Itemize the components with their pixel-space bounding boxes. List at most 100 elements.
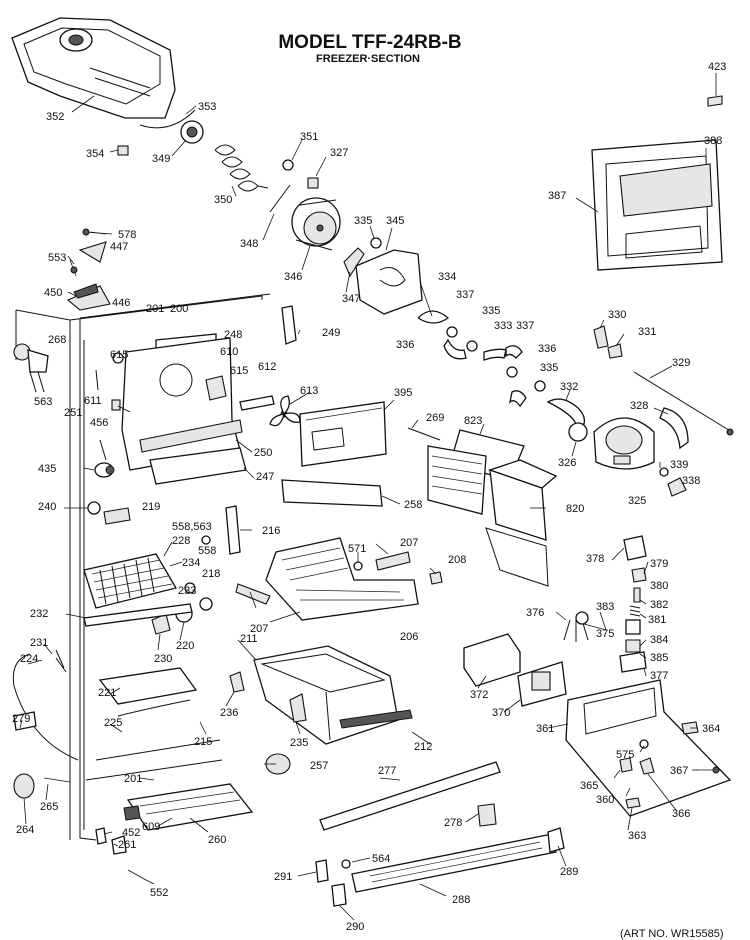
screw-564-drawing: [341, 859, 351, 869]
basket-206-drawing: [265, 537, 419, 621]
part-label: 336: [538, 343, 556, 355]
switch-377-drawing: [619, 651, 647, 673]
part-label: 372: [470, 689, 488, 701]
part-label: 377: [650, 670, 668, 682]
part-label: 447: [110, 241, 128, 253]
bin-211-drawing: [253, 645, 399, 745]
actuator-378-drawing: [623, 535, 647, 561]
shaft-348-drawing: [269, 184, 291, 213]
clip-365-drawing: [619, 757, 633, 773]
coil-234-drawing: [83, 553, 178, 609]
clip-331-drawing: [607, 343, 623, 359]
rod-329-drawing: [633, 371, 733, 433]
part-label: 201: [124, 773, 142, 785]
part-label: 236: [220, 707, 238, 719]
part-label: 363: [628, 830, 646, 842]
clip-575-drawing: [639, 739, 649, 749]
part-label: 365: [580, 780, 598, 792]
hinge-337b-drawing: [505, 345, 523, 359]
bushing-327-drawing: [307, 177, 319, 189]
part-label: 337: [516, 320, 534, 332]
part-label: 240: [38, 501, 56, 513]
part-label: 326: [558, 457, 576, 469]
part-label: 216: [262, 525, 280, 537]
lamp-435-drawing: [94, 462, 115, 478]
heater-221-drawing: [98, 667, 198, 705]
part-label: 388: [704, 135, 722, 147]
part-label: 208: [448, 554, 466, 566]
gear-326-drawing: [568, 422, 588, 442]
screw-571-drawing: [353, 561, 363, 571]
part-label: 553: [48, 252, 66, 264]
hinge-336a-drawing: [443, 338, 467, 360]
clip-278-drawing: [477, 803, 497, 827]
part-label: 820: [566, 503, 584, 515]
clip-251-drawing: [111, 399, 121, 411]
part-label: 265: [40, 801, 58, 813]
grommet-615a-drawing: [112, 352, 124, 364]
bushing-383-drawing: [625, 619, 641, 635]
part-label: 333: [494, 320, 512, 332]
part-label: 221: [98, 687, 116, 699]
part-label: 338: [682, 475, 700, 487]
pin-265-drawing: [43, 777, 71, 783]
part-label: 206: [400, 631, 418, 643]
part-label: 260: [208, 834, 226, 846]
part-label: 615: [110, 349, 128, 361]
part-609-drawing: [123, 805, 141, 821]
part-label: 612: [258, 361, 276, 373]
solenoid-370-drawing: [517, 661, 567, 707]
heater-232-drawing: [83, 603, 193, 627]
part-label: 231: [30, 637, 48, 649]
part-label: 201: [146, 303, 164, 315]
part-label: 354: [86, 148, 104, 160]
part-label: 383: [596, 601, 614, 613]
part-label: 327: [330, 147, 348, 159]
chute-820-drawing: [427, 429, 558, 587]
washer-336b-drawing: [506, 366, 518, 378]
part-label: 224: [20, 653, 38, 665]
strip-212-drawing: [339, 709, 413, 729]
lever-332-drawing: [546, 398, 586, 425]
part-label: 232: [30, 608, 48, 620]
part-label: 351: [300, 131, 318, 143]
bracket-289-drawing: [547, 827, 565, 853]
part-label: 575: [616, 749, 634, 761]
part-label: 563: [34, 396, 52, 408]
part-label: 370: [492, 707, 510, 719]
part-label: 385: [650, 652, 668, 664]
bar-258-drawing: [281, 479, 383, 507]
part-label: 261: [118, 839, 136, 851]
clip-236-drawing: [229, 671, 245, 693]
part-labels: 423 352 353 354 349 351 327 388 387 350 …: [12, 61, 726, 933]
rail-277-drawing: [319, 761, 501, 831]
part-label: 450: [44, 287, 62, 299]
door-module-387-drawing: [591, 139, 723, 271]
hinge-335c-drawing: [508, 390, 527, 408]
part-label: 277: [378, 765, 396, 777]
part-label: 207: [250, 623, 268, 635]
part-label: 220: [176, 640, 194, 652]
leader-lines: [19, 73, 717, 921]
clip-363-drawing: [625, 797, 641, 809]
hinge-334-drawing: [417, 310, 450, 324]
tube-224-drawing: [12, 653, 79, 761]
part-label: 378: [586, 553, 604, 565]
part-label: 264: [16, 824, 34, 836]
switch-610-drawing: [205, 375, 227, 401]
part-label: 352: [46, 111, 64, 123]
part-label: 230: [154, 653, 172, 665]
washer-335b-drawing: [466, 340, 478, 352]
part-label: 381: [648, 614, 666, 626]
part-label: 611: [84, 395, 102, 407]
grommet-240-drawing: [87, 501, 101, 515]
part-label: 212: [414, 741, 432, 753]
part-label: 334: [438, 271, 456, 283]
part-label: 435: [38, 463, 56, 475]
part-label: 250: [254, 447, 272, 459]
base-plate-361-drawing: [565, 679, 732, 817]
cover-372-drawing: [463, 633, 521, 687]
part-label: 360: [596, 794, 614, 806]
valve-268-drawing: [13, 343, 49, 393]
